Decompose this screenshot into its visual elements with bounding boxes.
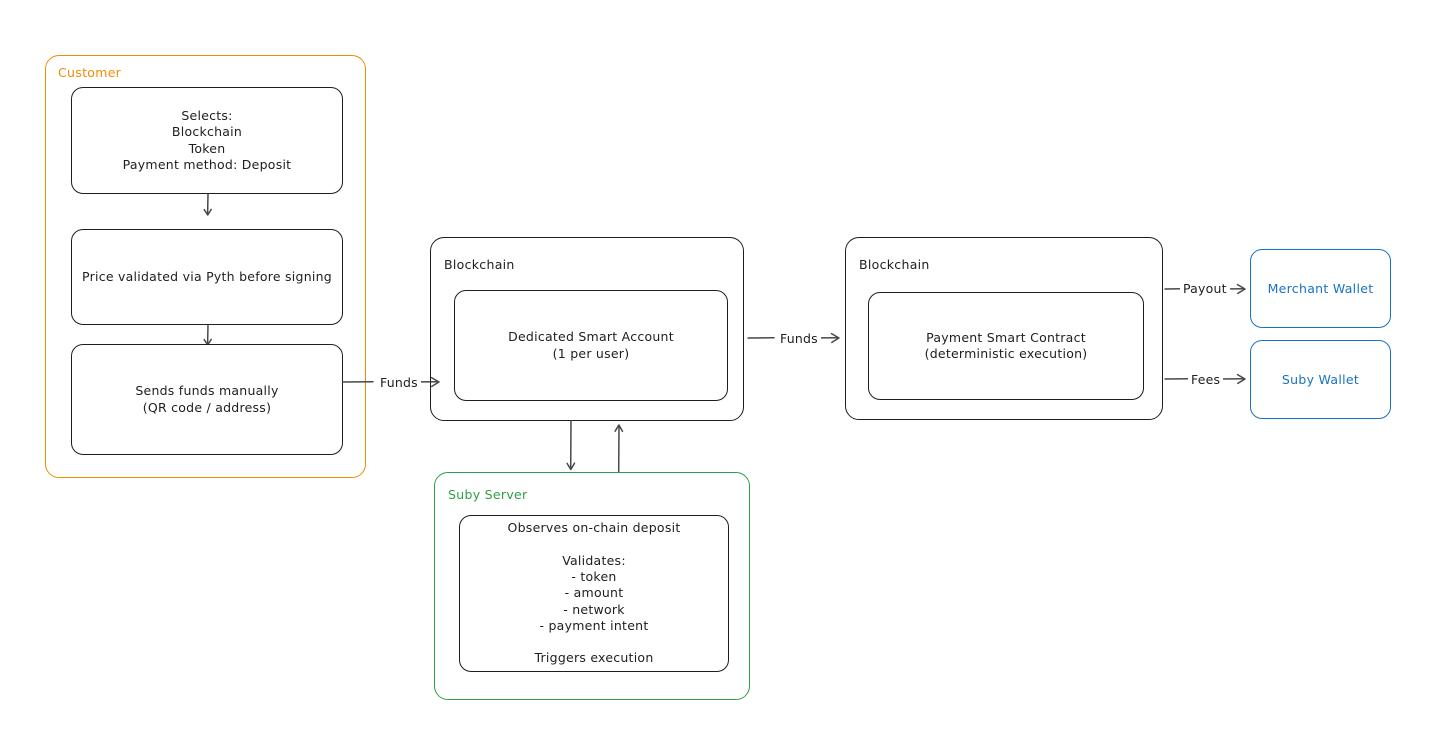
node-suby-wallet-text: Suby Wallet [1281, 372, 1360, 387]
node-dedicated-smart-account: Dedicated Smart Account (1 per user) [454, 290, 728, 401]
group-blockchain-left-label: Blockchain [444, 257, 515, 272]
node-sends-funds-text: Sends funds manually (QR code / address) [135, 383, 279, 415]
edge-selects-to-price [199, 193, 217, 222]
group-blockchain-left [430, 237, 744, 421]
node-dedicated-smart-account-text: Dedicated Smart Account (1 per user) [508, 329, 674, 361]
node-suby-wallet: Suby Wallet [1250, 340, 1391, 419]
edge-contract-to-merchant-label: Payout [1180, 281, 1230, 296]
edge-contract-to-suby-wallet-label: Fees [1188, 372, 1224, 387]
node-suby-server-body-text: Observes on-chain deposit Validates: - t… [507, 520, 681, 666]
node-sends-funds: Sends funds manually (QR code / address) [71, 344, 343, 455]
node-merchant-wallet: Merchant Wallet [1250, 249, 1391, 328]
edge-blockchain-to-suby-server [562, 420, 580, 475]
group-blockchain-right-label: Blockchain [859, 257, 930, 272]
node-selects-text: Selects: Blockchain Token Payment method… [122, 108, 292, 172]
edge-blockchain-to-contract-label: Funds [777, 331, 821, 346]
node-selects: Selects: Blockchain Token Payment method… [71, 87, 343, 194]
edge-suby-server-to-blockchain [610, 421, 628, 475]
node-payment-smart-contract: Payment Smart Contract (deterministic ex… [868, 292, 1144, 400]
node-payment-smart-contract-text: Payment Smart Contract (deterministic ex… [924, 329, 1088, 361]
edge-customer-to-blockchain-label: Funds [377, 375, 421, 390]
group-blockchain-right [845, 237, 1163, 420]
node-price-validated-text: Price validated via Pyth before signing [82, 268, 332, 284]
group-suby-server [434, 472, 750, 700]
node-merchant-wallet-text: Merchant Wallet [1267, 281, 1374, 296]
group-customer-label: Customer [58, 65, 122, 80]
node-price-validated: Price validated via Pyth before signing [71, 229, 343, 325]
group-customer [45, 55, 366, 478]
node-suby-server-body: Observes on-chain deposit Validates: - t… [459, 515, 729, 672]
group-suby-server-label: Suby Server [448, 487, 528, 502]
